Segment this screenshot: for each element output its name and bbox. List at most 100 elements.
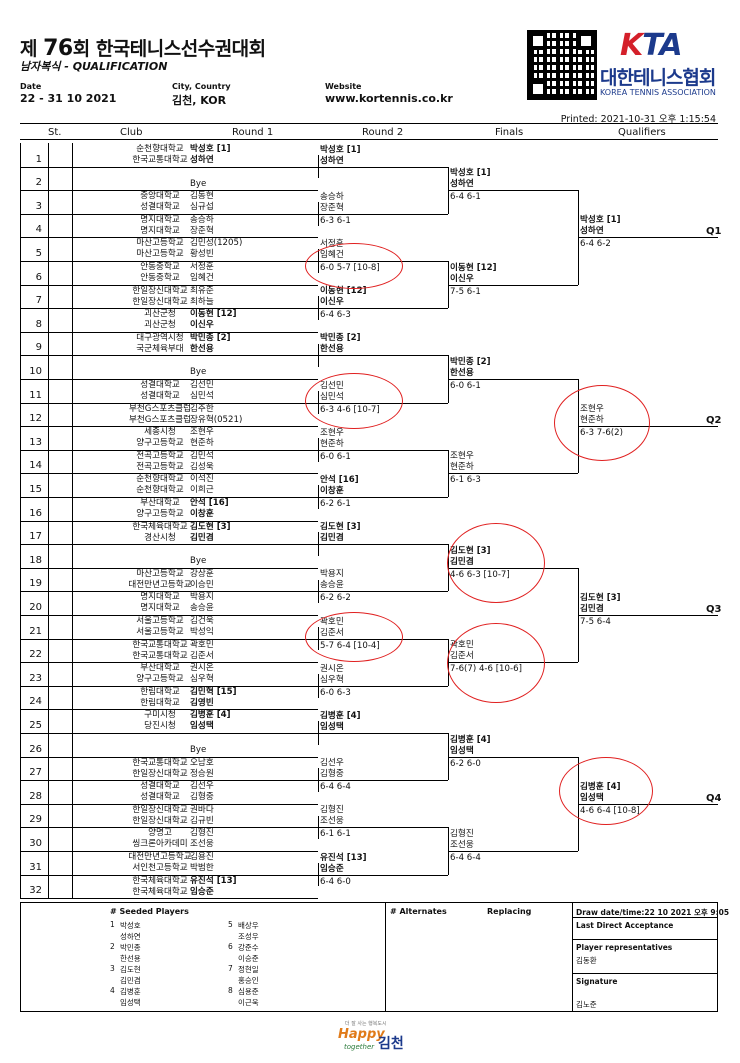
player-name: 한선용 xyxy=(190,343,214,354)
club-name: 순천향대학교 xyxy=(136,144,184,154)
player-rep-name: 김동환 xyxy=(576,956,597,965)
annotation-circle xyxy=(559,757,653,825)
player-name: 김선우 xyxy=(190,781,214,792)
club-name: 서울고등학교 xyxy=(136,616,184,626)
draw-position: 4 xyxy=(35,224,42,236)
club-name: 명지대학교 xyxy=(140,225,180,236)
seed-partner: 임성택 xyxy=(120,998,141,1007)
finals-player: 이신우 xyxy=(450,273,474,284)
club-name: 대전만년고등학교 xyxy=(128,852,192,862)
bracket-line xyxy=(20,426,318,428)
round2-player: 이동현 [12] xyxy=(320,286,367,297)
club-name: 양구고등학교 xyxy=(136,674,184,685)
annotation-circle xyxy=(554,385,650,461)
player-name: 이신우 xyxy=(190,320,214,331)
player-name: 송승윤 xyxy=(190,603,214,614)
round2-player: 조현우 xyxy=(320,427,344,438)
bracket-line xyxy=(318,544,448,546)
draw-position: 19 xyxy=(29,578,42,590)
bracket-line xyxy=(20,379,318,380)
draw-position: 1 xyxy=(35,153,42,165)
finals-player: 박민종 [2] xyxy=(450,357,491,367)
bracket-line xyxy=(20,308,318,310)
player-name: 이석진 xyxy=(190,474,214,485)
round2-score: 6-4 6-3 xyxy=(320,310,351,321)
bracket-line xyxy=(578,190,579,285)
draw-position: 22 xyxy=(29,649,42,661)
draw-position: 28 xyxy=(29,790,42,802)
player-name: 조선웅 xyxy=(190,839,214,850)
player-name: 이승민 xyxy=(190,579,214,590)
seed-player: 배상우 xyxy=(238,921,259,930)
draw-position: 12 xyxy=(29,413,42,425)
player-name: Bye xyxy=(190,745,207,755)
club-name: 양명고 xyxy=(148,828,172,839)
qualifier-score: 6-4 6-2 xyxy=(580,239,611,250)
club-name: 한림대학교 xyxy=(140,686,180,697)
draw-position: 8 xyxy=(35,318,42,330)
club-name: 순천향대학교 xyxy=(136,474,184,485)
website-link[interactable]: www.kortennis.co.kr xyxy=(325,92,453,105)
happy-gimcheon-together: together xyxy=(344,1043,375,1051)
draw-position: 15 xyxy=(29,484,42,495)
player-name: 강상훈 xyxy=(190,568,214,579)
round2-player: 임승준 xyxy=(320,863,344,874)
bracket-line xyxy=(20,733,318,734)
bracket-line xyxy=(20,567,318,569)
bracket-line xyxy=(20,709,318,711)
seed-partner: 조성우 xyxy=(238,932,259,941)
annotation-circle xyxy=(305,243,403,289)
player-name: 조현우 xyxy=(190,427,214,438)
club-name: 마산고등학교 xyxy=(136,238,184,249)
finals-player: 김병훈 [4] xyxy=(450,734,491,745)
bracket-line xyxy=(448,851,578,852)
club-name: 한국체육대학교 xyxy=(132,886,188,897)
player-name: 박성익 xyxy=(190,627,214,637)
bracket-line xyxy=(20,638,318,640)
player-name: 오남호 xyxy=(190,757,214,768)
club-name: 구미시청 xyxy=(144,710,176,721)
seed-partner: 이근욱 xyxy=(238,998,259,1007)
finals-player: 현준하 xyxy=(450,462,474,473)
finals-player: 조현우 xyxy=(450,451,474,462)
draw-position: 31 xyxy=(29,861,42,873)
draw-position: 29 xyxy=(29,814,42,826)
round2-player: 박민종 [2] xyxy=(320,333,361,344)
footer-box xyxy=(20,902,718,1012)
draw-datetime: Draw date/time:22 10 2021 오후 9:05 xyxy=(576,908,730,917)
bracket-line xyxy=(448,379,578,380)
seed-partner: 한선용 xyxy=(120,954,141,963)
qualifier-slot: Q1 xyxy=(706,226,722,238)
finals-score: 6-4 6-1 xyxy=(450,192,481,203)
date-label: Date xyxy=(20,82,42,91)
bracket-line xyxy=(318,591,448,593)
kta-logo-english: KOREA TENNIS ASSOCIATION xyxy=(600,88,716,97)
seed-player: 박민종 xyxy=(120,943,141,952)
round2-player: 서정훈 xyxy=(320,239,344,249)
seed-player: 김병훈 xyxy=(120,987,141,996)
club-name: 성결대학교 xyxy=(140,202,180,213)
player-name: Bye xyxy=(190,556,207,567)
player-name: 김건욱 xyxy=(190,616,214,626)
kta-logo-korean: 대한테니스협회 xyxy=(600,67,716,89)
player-name: 곽호민 xyxy=(190,639,214,650)
club-name: 안동중학교 xyxy=(140,262,180,272)
player-name: 심민석 xyxy=(190,391,214,401)
player-name: 김용진 xyxy=(190,852,214,862)
bracket-line xyxy=(20,261,318,262)
player-name: Bye xyxy=(190,178,207,189)
club-name: 안동중학교 xyxy=(140,273,180,283)
club-name: 국군체육부대 xyxy=(136,343,184,354)
round2-player: 김선우 xyxy=(320,758,344,769)
player-name: 박범한 xyxy=(190,863,214,873)
bracket-line xyxy=(20,851,318,852)
finals-score: 6-1 6-3 xyxy=(450,475,481,486)
bracket-line xyxy=(318,733,448,734)
round2-player: 김병훈 [4] xyxy=(320,711,361,721)
club-name: 한일장신대학교 xyxy=(132,296,188,307)
player-name: 심우혁 xyxy=(190,674,214,685)
bracket-line xyxy=(20,331,318,333)
annotation-circle xyxy=(305,612,403,662)
col-finals: Finals xyxy=(495,127,524,138)
player-name: 김동현 xyxy=(190,191,214,202)
